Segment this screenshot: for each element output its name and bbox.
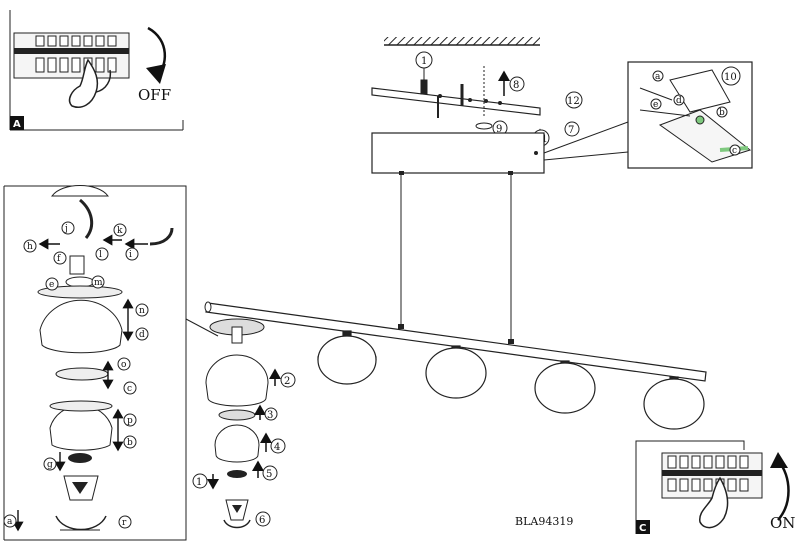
callout-d-wiring: d [676,96,682,106]
circuit-breaker-icon-on [661,452,763,499]
canopy-box [371,132,545,175]
mounting-bracket-icon [371,87,541,116]
callout-b: b [127,438,133,448]
callout-e-wiring: e [653,100,658,110]
step-3-label: 3 [267,410,273,421]
on-label: ON [770,514,795,532]
callout-e: e [49,280,54,290]
callout-f: f [57,254,61,264]
callout-l: l [99,250,102,260]
callout-r: r [122,518,127,528]
callout-g: g [47,460,53,470]
circuit-breaker-icon [13,32,130,79]
step-7-label: 7 [568,125,574,136]
callout-o: o [121,360,126,370]
callout-i: i [129,250,132,260]
callout-a-wiring: a [655,72,661,82]
step-1-label: 1 [421,56,427,67]
step-9-label: 9 [496,124,502,135]
callout-p: p [127,416,133,426]
step-4-label: 4 [274,442,280,453]
step-2-label: 2 [284,376,290,387]
breaker-off-panel: OFF A [9,10,184,131]
callout-j: j [64,224,68,234]
lamp-shade-icon [317,330,705,430]
callout-b-wiring: b [719,108,725,118]
callout-a: a [7,517,13,527]
callout-c-wiring: c [732,146,737,156]
callout-n: n [139,306,145,316]
hand-icon-on [699,476,729,529]
rotate-arrow-icon-on [776,459,790,521]
step-8-label: 8 [513,80,519,91]
step-5-label: 5 [266,469,272,480]
shade-assembly-steps: 2 3 4 5 1 6 [4,318,296,541]
detail-explode-panel: n d o c p b g a r h j k i f l e m [3,185,187,540]
hand-icon [68,58,112,108]
step-1b-label: 1 [196,477,202,488]
off-label: OFF [138,86,171,104]
panel-a-label: A [13,119,21,130]
product-code: BLA94319 [515,515,573,528]
callout-k: k [117,226,123,236]
step-12-label: 12 [567,96,580,107]
callout-m: m [94,278,103,288]
step-6-label: 6 [259,515,265,526]
screw-icon [420,52,485,118]
breaker-on-panel: ON C [635,440,795,534]
callout-d: d [139,330,145,340]
callout-h: h [27,242,33,252]
panel-c-label: C [639,523,646,534]
ceiling-mount: 1 8 9 12 7 11 [371,37,583,160]
step-10-label: 10 [724,72,737,83]
wiring-detail-panel: a d e b c 10 [543,61,753,169]
lamp-body [185,175,707,430]
callout-c: c [127,384,132,394]
